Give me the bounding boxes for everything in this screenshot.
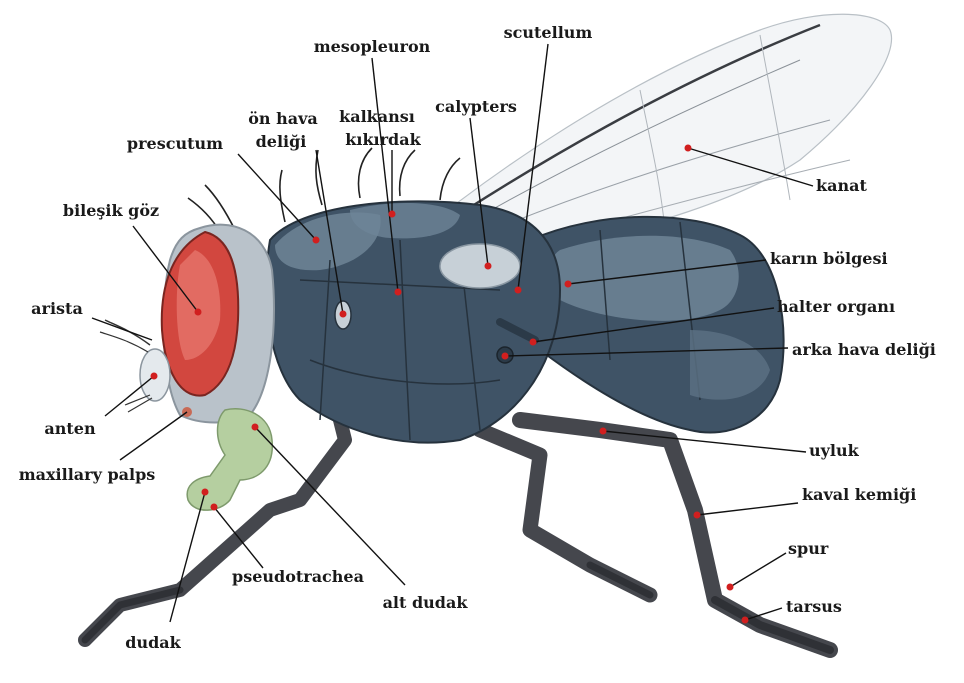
label-pseudotrachea: pseudotrachea (232, 567, 364, 586)
thorax (266, 201, 560, 442)
label-spur: spur (788, 539, 829, 558)
marker-prescutum (313, 237, 320, 244)
label-karin-bolgesi: karın bölgesi (770, 249, 888, 268)
leader-arista (92, 318, 152, 340)
label-maxillary-palps: maxillary palps (19, 465, 156, 484)
label-dudak: dudak (125, 633, 181, 652)
label-on-hava-line2: deliği (256, 132, 307, 151)
label-kalkansi-line2: kıkırdak (345, 130, 421, 149)
label-alt-dudak: alt dudak (383, 593, 469, 612)
leader-dudak (170, 492, 205, 622)
label-anten: anten (44, 419, 96, 438)
marker-kaval-kemigi (694, 512, 701, 519)
head (100, 225, 274, 423)
marker-spur (727, 584, 734, 591)
marker-kanat (685, 145, 692, 152)
marker-arka-hava-deligi (502, 353, 509, 360)
marker-tarsus (742, 617, 749, 624)
label-kaval-kemigi: kaval kemiği (802, 485, 916, 504)
label-prescutum: prescutum (127, 134, 223, 153)
label-kanat: kanat (816, 176, 867, 195)
label-tarsus: tarsus (786, 597, 842, 616)
marker-on-hava-deligi (340, 311, 347, 318)
label-calypters: calypters (435, 97, 517, 116)
marker-halter-organi (530, 339, 537, 346)
label-uyluk: uyluk (809, 441, 860, 460)
leader-maxillary-palps (120, 412, 187, 460)
marker-uyluk (600, 428, 607, 435)
label-halter-organi: halter organı (777, 297, 895, 316)
label-mesopleuron: mesopleuron (314, 37, 431, 56)
marker-calypters (485, 263, 492, 270)
marker-bilesik-goz (195, 309, 202, 316)
label-arista: arista (31, 299, 83, 318)
marker-alt-dudak (252, 424, 259, 431)
leader-prescutum (238, 154, 316, 240)
marker-karin-bolgesi (565, 281, 572, 288)
leader-spur (730, 553, 786, 587)
leader-kaval-kemigi (697, 503, 798, 515)
marker-pseudotrachea (211, 504, 218, 511)
marker-kalkansi-kikirdak (389, 211, 396, 218)
marker-dudak (202, 489, 209, 496)
marker-scutellum (515, 287, 522, 294)
marker-anten (151, 373, 158, 380)
label-arka-hava-deligi: arka hava deliği (792, 340, 936, 359)
marker-mesopleuron (395, 289, 402, 296)
label-bilesik-goz: bileşik göz (63, 201, 159, 220)
mouthparts (182, 407, 272, 510)
label-on-hava-line1: ön hava (248, 109, 318, 128)
label-scutellum: scutellum (504, 23, 593, 42)
label-kalkansi-line1: kalkansı (339, 107, 415, 126)
